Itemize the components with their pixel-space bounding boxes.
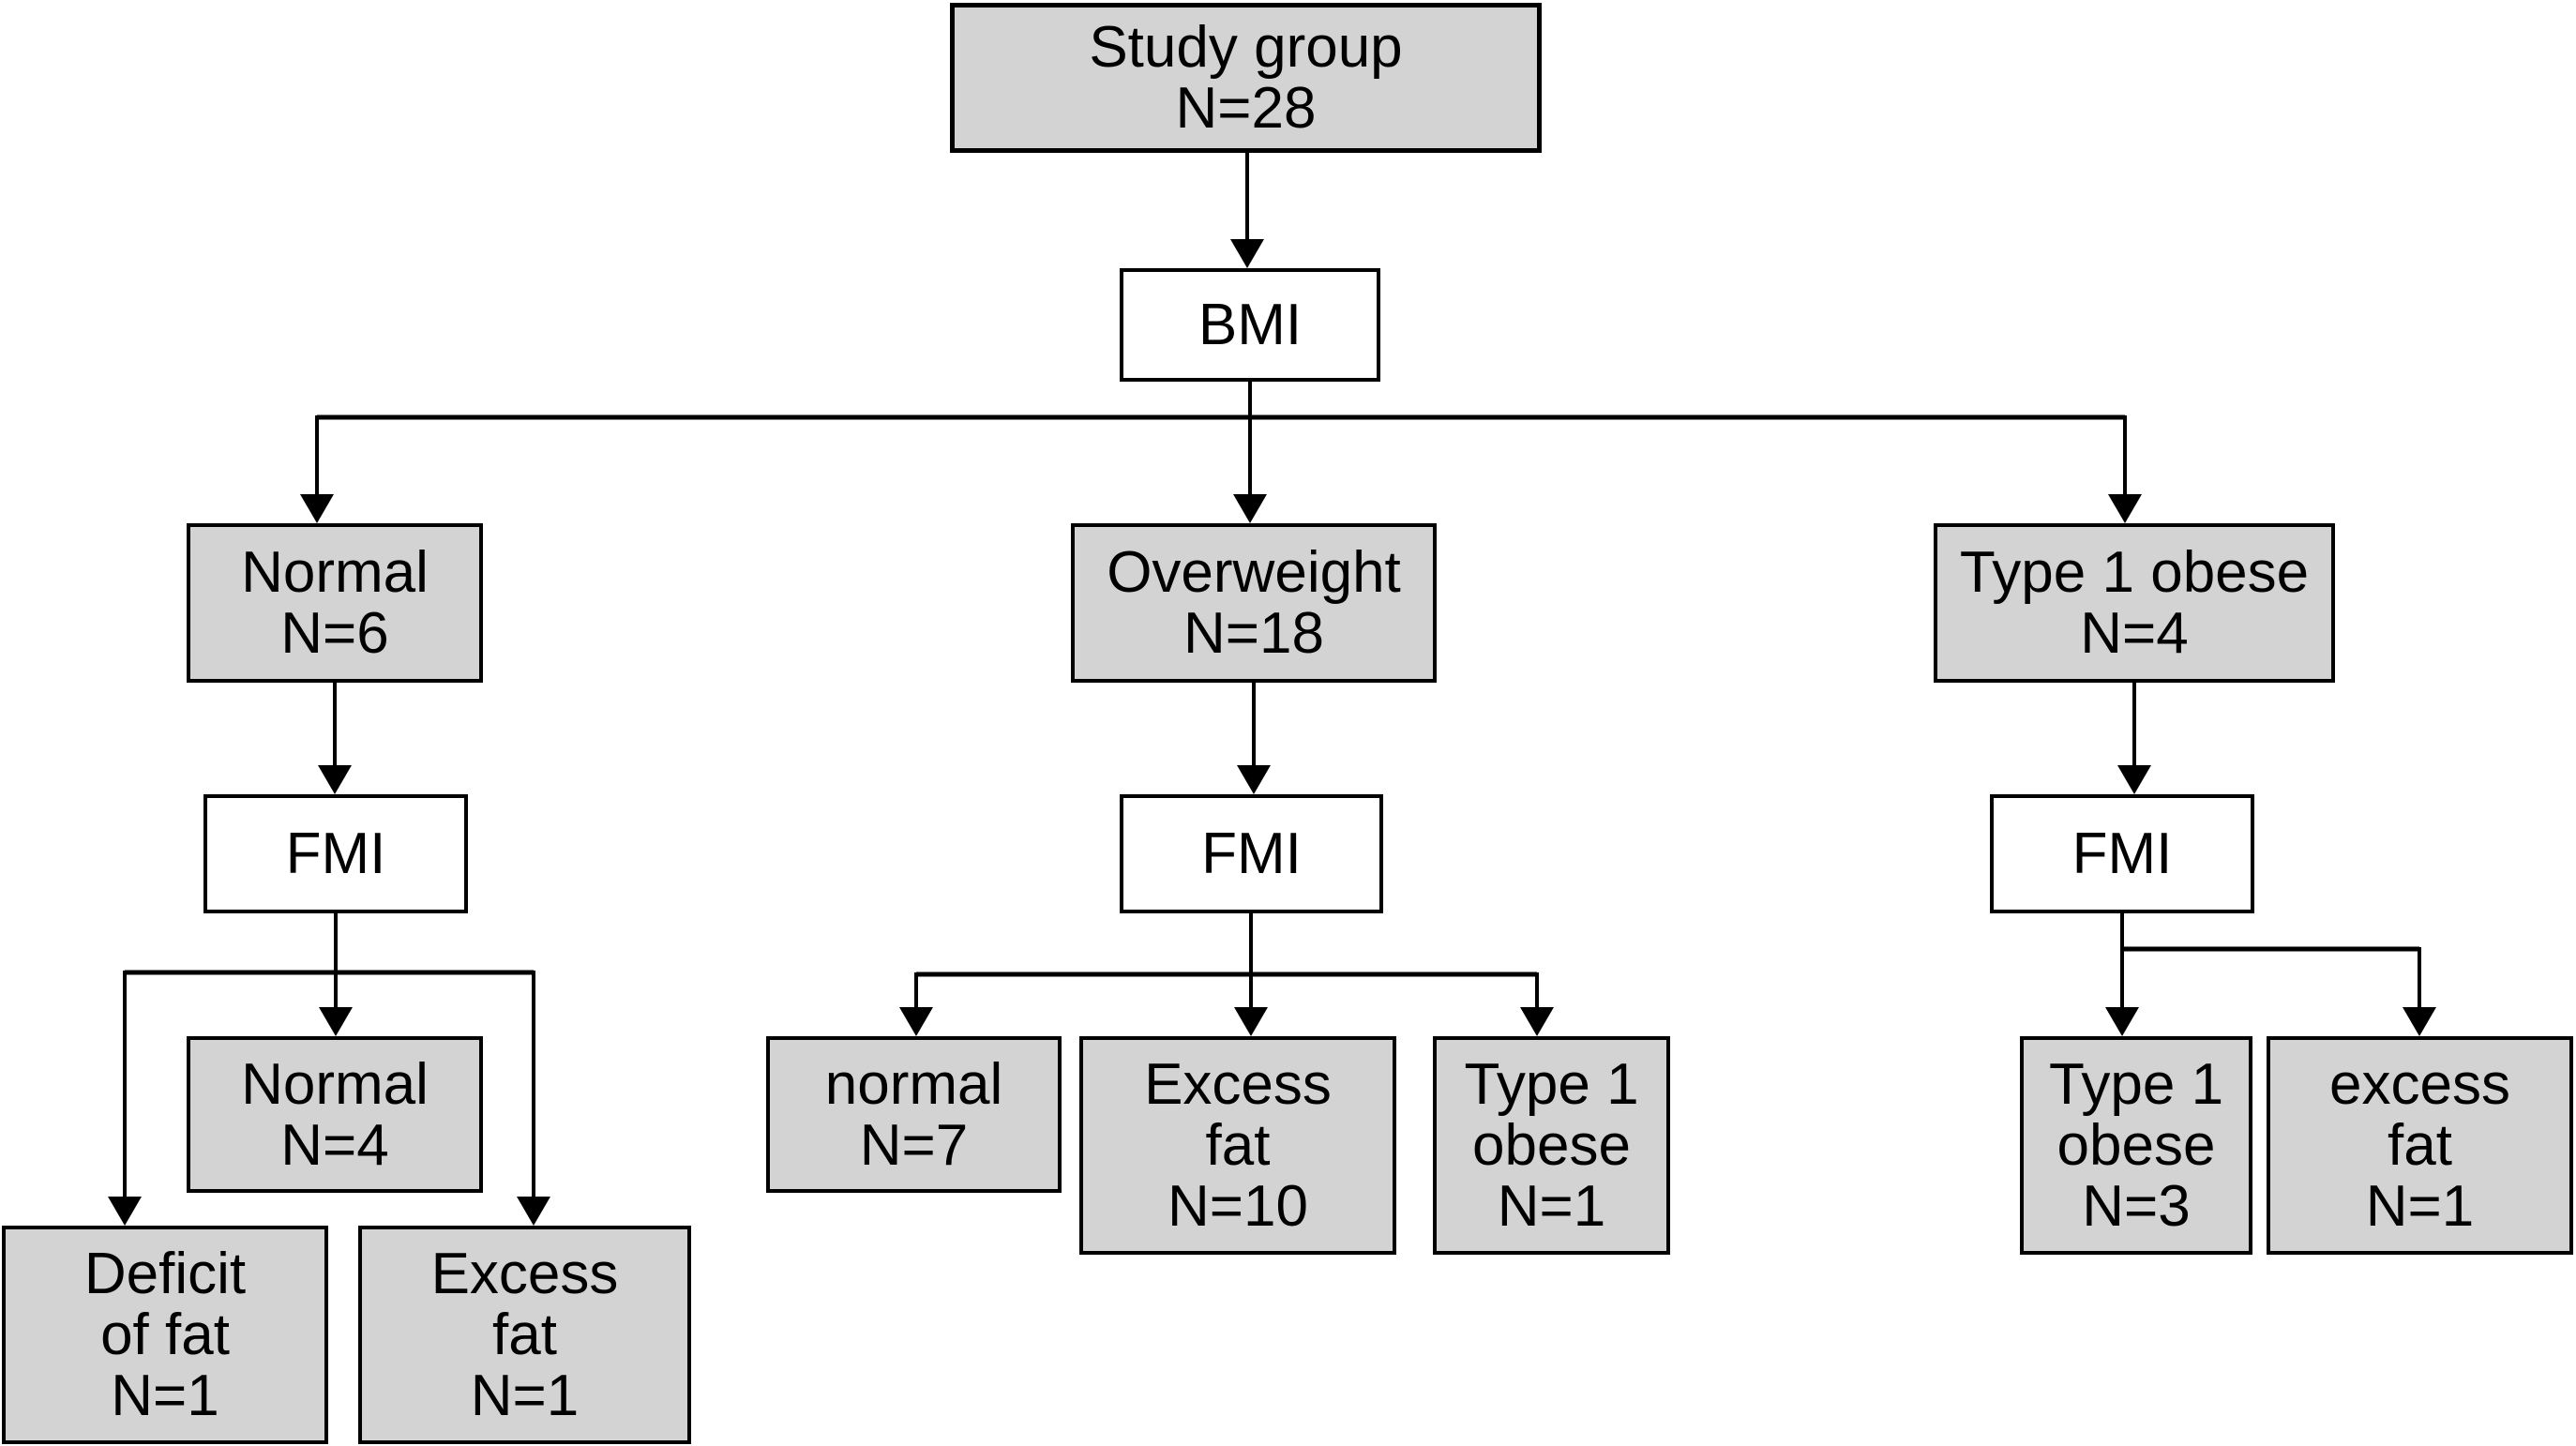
node-label: Deficit	[83, 1242, 247, 1306]
arrowhead-into-normal-n7	[899, 1007, 933, 1036]
arrowhead-into-excess-fat-right	[2403, 1007, 2436, 1036]
node-label: FMI	[1201, 821, 1302, 886]
node-label: Normal	[241, 1051, 429, 1117]
node-label: Study group	[1089, 15, 1403, 80]
node-bmi-overweight: Overweight N=18	[1071, 523, 1437, 683]
node-bmi-type1-obese: Type 1 obese N=4	[1934, 523, 2335, 683]
node-label2: fat	[492, 1303, 557, 1367]
connector-fmi-middle-branch	[899, 913, 1554, 1036]
node-label: Overweight	[1107, 540, 1401, 605]
node-excess-fat-left: Excess fat N=1	[358, 1226, 691, 1444]
arrowhead-into-bmi	[1230, 239, 1264, 268]
node-fmi-middle: FMI	[1120, 794, 1383, 913]
node-count: N=18	[1183, 601, 1324, 666]
node-excess-fat-right: excess fat N=1	[2267, 1036, 2573, 1255]
connector-bmi-distributor	[300, 382, 2142, 523]
node-bmi-normal: Normal N=6	[187, 523, 483, 683]
node-label: normal	[824, 1051, 1003, 1117]
node-label: FMI	[285, 821, 386, 886]
node-type1-obese-n1: Type 1 obese N=1	[1433, 1036, 1670, 1255]
node-count: N=10	[1167, 1174, 1308, 1239]
node-label2: obese	[1472, 1113, 1631, 1178]
connector-type1-to-fmi	[2117, 683, 2151, 794]
node-bmi: BMI	[1120, 268, 1380, 382]
arrowhead-into-type1-obese-n4	[2108, 494, 2142, 523]
connector-overweight-to-fmi	[1237, 683, 1271, 794]
arrowhead-into-fmi-left	[318, 765, 352, 794]
node-count: N=28	[1175, 76, 1317, 141]
node-excess-fat-n10: Excess fat N=10	[1079, 1036, 1396, 1255]
node-label: Type 1	[1464, 1052, 1639, 1117]
arrowhead-into-excess-fat-n10	[1234, 1007, 1268, 1036]
connector-study-to-bmi	[1230, 153, 1264, 268]
node-label: Type 1 obese	[1959, 540, 2310, 605]
node-label2: of fat	[100, 1303, 230, 1367]
node-fmi-normal-n7: normal N=7	[766, 1036, 1062, 1193]
arrowhead-into-fmi-middle	[1237, 765, 1271, 794]
node-count: N=3	[2082, 1174, 2191, 1239]
node-label: Type 1	[2048, 1052, 2224, 1117]
node-count: N=1	[111, 1363, 219, 1428]
node-deficit-of-fat: Deficit of fat N=1	[2, 1226, 328, 1444]
arrowhead-into-fmi-right	[2117, 765, 2151, 794]
node-count: N=4	[280, 1112, 389, 1178]
arrowhead-into-excess-fat-left	[517, 1197, 550, 1226]
node-fmi-right: FMI	[1990, 794, 2254, 913]
node-fmi-normal-n4: Normal N=4	[187, 1036, 483, 1193]
node-label: BMI	[1198, 293, 1303, 357]
node-count: N=4	[2080, 601, 2189, 666]
node-fmi-left: FMI	[203, 794, 468, 913]
arrowhead-into-type1-obese-n1	[1520, 1007, 1554, 1036]
node-label: Normal	[241, 540, 429, 605]
node-study-group: Study group N=28	[950, 3, 1542, 153]
node-count: N=1	[2365, 1174, 2475, 1239]
connector-fmi-left-branch	[108, 913, 550, 1226]
node-label: Excess	[1144, 1052, 1332, 1117]
node-label2: fat	[2388, 1113, 2452, 1178]
arrowhead-into-normal-n4	[319, 1007, 353, 1036]
node-label: excess	[2329, 1052, 2510, 1117]
connector-fmi-right-branch	[2105, 913, 2436, 1036]
node-label: FMI	[2071, 821, 2173, 886]
node-label2: fat	[1205, 1113, 1271, 1178]
node-label2: obese	[2056, 1113, 2216, 1178]
node-count: N=1	[1497, 1174, 1606, 1239]
arrowhead-into-type1-obese-n3	[2105, 1007, 2139, 1036]
node-count: N=7	[859, 1112, 969, 1178]
arrowhead-into-normal-n6	[300, 494, 334, 523]
node-label: Excess	[430, 1242, 619, 1306]
node-count: N=6	[280, 601, 389, 666]
connector-normal-to-fmi	[318, 683, 352, 794]
arrowhead-into-overweight	[1233, 494, 1267, 523]
node-type1-obese-n3: Type 1 obese N=3	[2020, 1036, 2252, 1255]
arrowhead-into-deficit-of-fat	[108, 1197, 142, 1226]
node-count: N=1	[470, 1363, 580, 1428]
